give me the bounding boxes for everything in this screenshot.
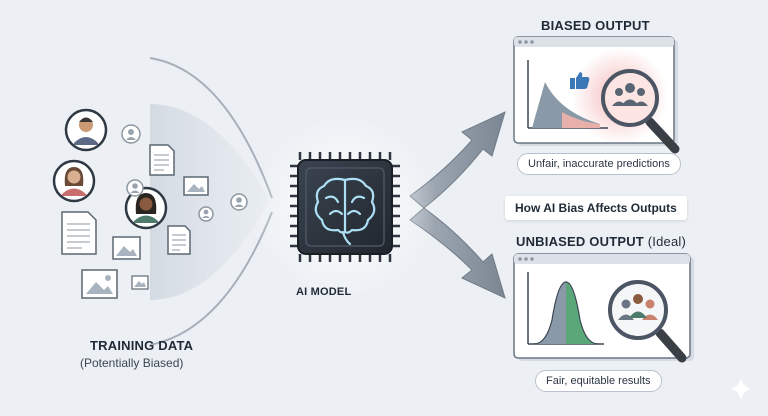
unbiased-title-text: UNBIASED OUTPUT [516,234,644,249]
chip-inner-frame [305,167,385,247]
magnifier-icon [608,280,687,363]
training-data-funnel [150,104,270,300]
document-icon [167,225,191,255]
image-icon [81,269,118,299]
unbiased-curve-outline [533,281,599,345]
ai-model-label: AI MODEL [296,286,352,298]
biased-distribution [532,82,600,128]
unbiased-distribution-left [534,282,566,344]
window-dot [524,257,528,261]
unbiased-window-titlebar [514,254,690,264]
window-dot [518,257,522,261]
image-icon [112,236,141,260]
magnifier-icon [601,69,680,154]
brain-icon [314,177,376,246]
person-avatar-icon [121,124,141,144]
chip-pins [290,152,400,262]
person-avatar-icon [124,186,168,230]
person-avatar-icon [230,193,248,211]
funnel-top-curve [149,57,273,199]
center-caption: How AI Bias Affects Outputs [505,196,687,220]
person-avatar-icon [64,108,108,152]
image-icon [131,275,149,290]
unbiased-output-title: UNBIASED OUTPUT (Ideal) [516,234,686,249]
people-group-icon [618,294,658,320]
person-avatar-icon [52,159,96,203]
thumbs-up-icon [570,72,590,89]
biased-distribution-tail [562,112,600,128]
window-dot [524,40,528,44]
window-dot [518,40,522,44]
person-avatar-icon [198,206,214,222]
biased-output-caption: Unfair, inaccurate predictions [517,153,681,175]
document-icon [149,144,175,176]
person-avatar-icon [126,179,144,197]
unbiased-output-caption: Fair, equitable results [535,370,662,392]
unbiased-distribution-right [566,282,598,344]
document-icon [61,211,97,255]
sparkle-icon [731,378,751,400]
window-dot [530,40,534,44]
training-data-subtitle: (Potentially Biased) [80,356,184,370]
people-group-icon [612,83,648,106]
image-icon [183,176,209,196]
unbiased-title-suffix: (Ideal) [647,234,687,249]
biased-window-titlebar [514,37,674,47]
biased-output-title: BIASED OUTPUT [541,18,650,33]
window-dot [530,257,534,261]
training-data-title: TRAINING DATA [90,338,194,353]
